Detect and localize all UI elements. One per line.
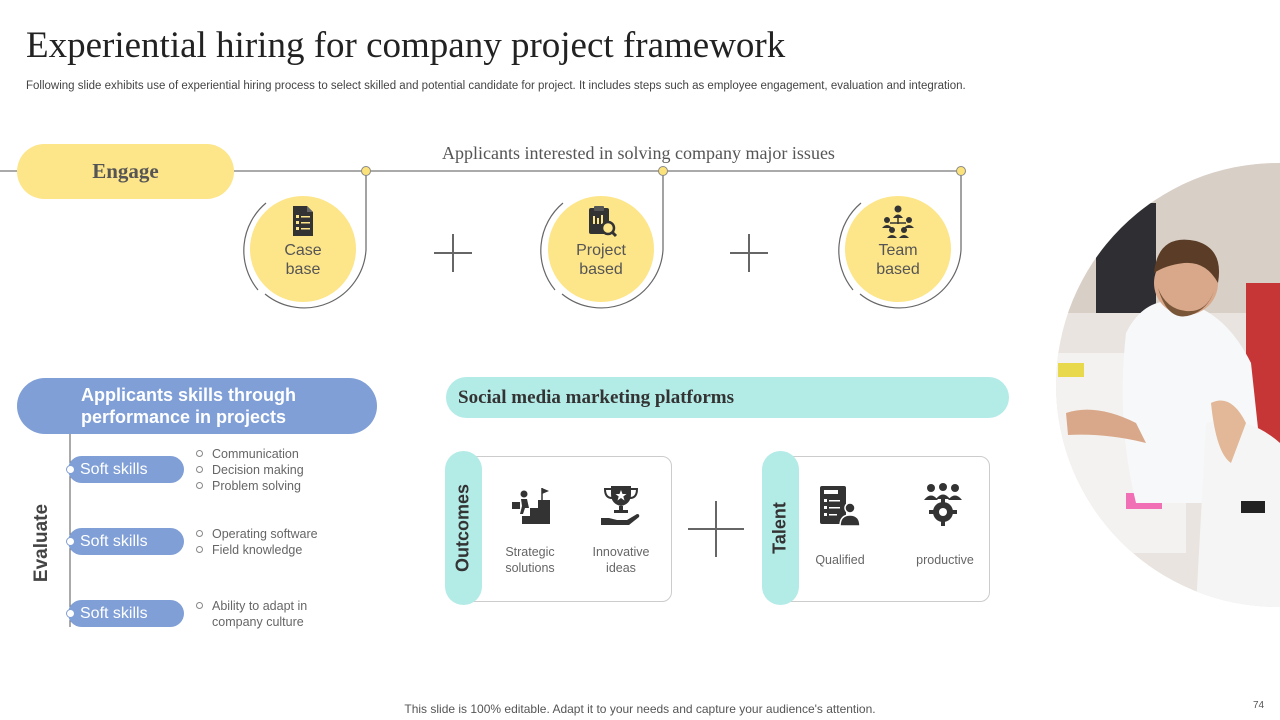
list-item: Problem solving (196, 478, 304, 494)
outcomes-label: Outcomes (452, 483, 473, 573)
case-base-label-2: base (285, 261, 321, 278)
soft-skills-label: Soft skills (80, 460, 148, 478)
platforms-heading-pill: Social media marketing platforms (446, 377, 1009, 418)
list-item-continued: company culture (212, 615, 304, 629)
plus-icon (434, 234, 472, 272)
timeline-dot (66, 465, 75, 474)
checklist-document-icon (293, 206, 313, 236)
page-number: 74 (1253, 700, 1265, 711)
soft-skills-pill-2: Soft skills (68, 528, 184, 555)
resume-person-icon (820, 486, 861, 527)
footer-note: This slide is 100% editable. Adapt it to… (404, 702, 876, 716)
item-label-line: Innovative (592, 545, 650, 559)
timeline-dot (66, 609, 75, 618)
stairs-climber-icon (512, 488, 550, 524)
skills-heading-pill: Applicants skills through performance in… (17, 378, 377, 434)
clipboard-magnifier-icon (589, 206, 618, 238)
talent-pill (762, 451, 799, 605)
outcomes-pill (445, 451, 482, 605)
project-based-label-2: based (579, 261, 623, 278)
timeline-dot (66, 537, 75, 546)
evaluate-label: Evaluate (31, 503, 52, 583)
soft-skills-label: Soft skills (80, 532, 148, 550)
project-based-circle: Project based (548, 196, 654, 302)
page-title: Experiential hiring for company project … (26, 25, 786, 66)
skills-heading-line-2: performance in projects (81, 407, 287, 427)
soft-skills-pill-1: Soft skills (68, 456, 184, 483)
productive-label: productive (916, 553, 974, 567)
skills-heading-line-1: Applicants skills through (81, 385, 297, 405)
skills-list-2: Operating software Field knowledge (196, 526, 318, 558)
strategic-solutions-label: Strategic solutions (490, 544, 570, 576)
outcomes-box (458, 456, 672, 602)
talent-box (776, 456, 990, 602)
team-network-icon (882, 205, 914, 238)
trophy-hand-icon (601, 486, 640, 525)
project-based-label-1: Project (576, 242, 626, 259)
list-item: Field knowledge (196, 542, 318, 558)
team-based-circle: Team based (845, 196, 951, 302)
soft-skills-label: Soft skills (80, 604, 148, 622)
skills-list-1: Communication Decision making Problem so… (196, 446, 304, 494)
soft-skills-pill-3: Soft skills (68, 600, 184, 627)
list-item: Decision making (196, 462, 304, 478)
case-base-label-1: Case (284, 242, 322, 259)
innovative-ideas-label: Innovative ideas (581, 544, 661, 576)
list-item: Communication (196, 446, 304, 462)
engage-pill: Engage (17, 144, 234, 199)
plus-icon (730, 234, 768, 272)
engage-caption: Applicants interested in solving company… (442, 143, 835, 163)
team-gear-icon (924, 483, 962, 526)
skills-list-3: Ability to adapt in company culture (196, 598, 307, 630)
page-subtitle: Following slide exhibits use of experien… (26, 80, 966, 92)
case-base-circle: Case base (250, 196, 356, 302)
item-label-line: solutions (505, 561, 555, 575)
team-based-label-1: Team (878, 242, 918, 259)
talent-label: Talent (769, 502, 790, 554)
team-based-label-2: based (876, 261, 920, 278)
list-item: Ability to adapt in (196, 598, 307, 614)
list-item: Operating software (196, 526, 318, 542)
plus-icon (688, 501, 744, 557)
item-label-line: ideas (606, 561, 636, 575)
item-label-line: Strategic (505, 545, 555, 559)
qualified-label: Qualified (815, 553, 865, 567)
office-photo (1056, 163, 1280, 607)
